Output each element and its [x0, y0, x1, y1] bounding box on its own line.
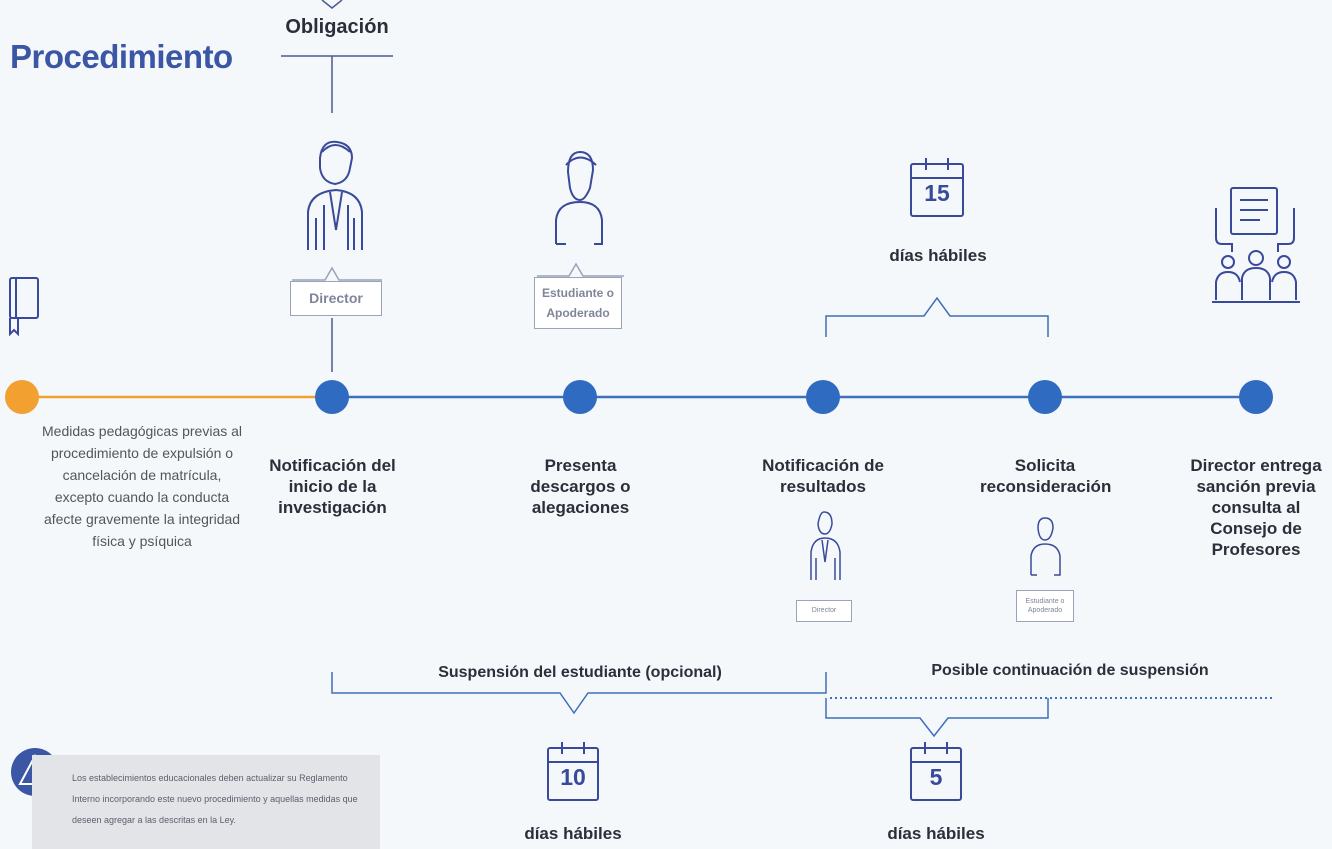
student-small-tag: Estudiante o Apoderado — [1016, 590, 1074, 622]
student-tag: Estudiante o Apoderado — [534, 277, 622, 329]
days-5-label: días hábiles — [887, 824, 985, 843]
calendar-5-number: 5 — [929, 764, 943, 790]
suspension-label: Suspensión del estudiante (opcional) — [438, 664, 722, 681]
director-tag: Director — [290, 281, 382, 316]
calendar-10-icon — [547, 742, 599, 801]
notice-text: Los establecimientos educacionales deben… — [72, 773, 358, 825]
timeline-node-3 — [806, 380, 840, 414]
page-title: Procedimiento — [10, 38, 233, 75]
student-small-icon — [1030, 517, 1061, 576]
days-15-label: días hábiles — [889, 246, 987, 265]
calendar-15-icon — [910, 158, 964, 217]
node-1-label: Notificación del inicio de la investigac… — [269, 456, 396, 517]
days-10-label: días hábiles — [524, 824, 622, 843]
director-person-icon — [307, 140, 363, 250]
student-person-icon — [555, 150, 603, 245]
notice-box — [32, 755, 380, 849]
node-3-label: Notificación de resultados — [762, 456, 884, 496]
node-0-description: Medidas pedagógicas previas al procedimi… — [42, 423, 243, 549]
timeline-node-0 — [5, 380, 39, 414]
brace-5-days — [825, 698, 1049, 738]
brace-suspension — [331, 672, 827, 715]
director-small-tag: Director — [796, 600, 852, 622]
timeline-node-5 — [1239, 380, 1273, 414]
calendar-5-icon — [910, 742, 962, 801]
obligation-label: Obligación — [285, 16, 389, 38]
calendar-10-number: 10 — [560, 764, 586, 790]
node-5-label: Director entrega sanción previa consulta… — [1190, 456, 1322, 559]
brace-15-days — [825, 296, 1049, 337]
student-tag-pointer — [537, 262, 624, 277]
book-icon — [9, 277, 39, 337]
director-small-icon — [810, 511, 841, 580]
council-meeting-icon — [1212, 187, 1300, 303]
continuation-label: Posible continuación de suspensión — [931, 662, 1209, 679]
calendar-15-number: 15 — [924, 180, 950, 206]
timeline-node-1 — [315, 380, 349, 414]
timeline-node-2 — [563, 380, 597, 414]
director-tag-pointer — [292, 266, 382, 281]
node-2-label: Presenta descargos o alegaciones — [530, 456, 631, 517]
timeline-node-4 — [1028, 380, 1062, 414]
obligation-arrow-icon — [321, 0, 343, 9]
node-4-label: Solicita reconsideración — [980, 456, 1112, 496]
